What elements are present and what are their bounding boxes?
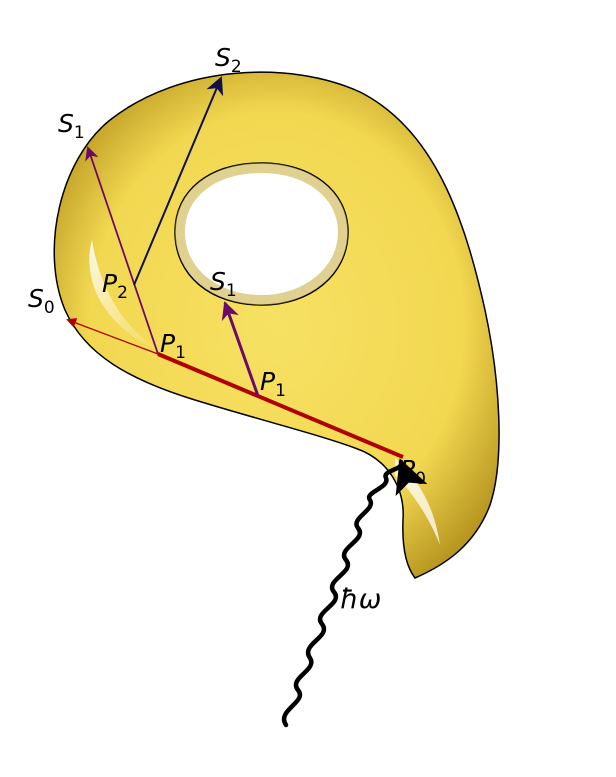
secondary-track-right — [221, 301, 260, 397]
svg-text:S1: S1 — [210, 267, 237, 301]
label-p1-left: P1 — [160, 329, 186, 363]
label-photon: ħω — [340, 584, 381, 615]
svg-text:P1: P1 — [260, 367, 286, 401]
hole-shading — [174, 162, 349, 306]
svg-text:S1: S1 — [58, 109, 85, 143]
svg-text:ħω: ħω — [340, 584, 381, 615]
svg-text:P1: P1 — [160, 329, 186, 363]
label-p1-right: P1 — [260, 367, 286, 401]
label-s0: S0 — [28, 284, 55, 318]
label-s1-hole: S1 — [210, 267, 237, 301]
svg-text:P2: P2 — [102, 269, 128, 303]
photon-wave — [281, 458, 428, 728]
label-p0: P0 — [400, 455, 426, 489]
primary-track-thin — [66, 318, 159, 355]
shine-highlight-left — [89, 240, 160, 350]
secondary-track-left — [85, 146, 159, 355]
label-s2: S2 — [215, 43, 242, 77]
svg-text:P0: P0 — [400, 455, 426, 489]
svg-text:S0: S0 — [28, 284, 55, 318]
label-p2: P2 — [102, 269, 128, 303]
svg-text:S2: S2 — [215, 43, 242, 77]
tertiary-track — [133, 76, 224, 286]
label-s1-left: S1 — [58, 109, 85, 143]
primary-track-thick — [157, 352, 404, 459]
